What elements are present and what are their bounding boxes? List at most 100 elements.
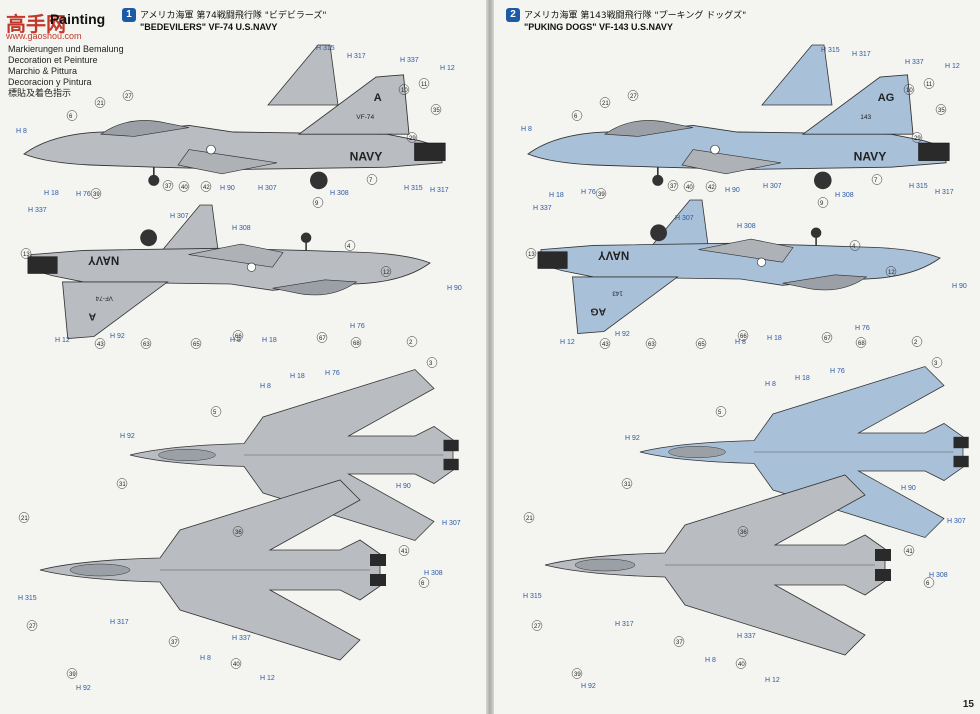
language-line-de: Markierungen und Bemalung (8, 44, 124, 54)
part-number-label: 66 (740, 334, 747, 340)
part-callout-circle (523, 512, 535, 523)
paint-code-label: H 76 (325, 370, 340, 377)
paint-code-label: H 317 (110, 619, 129, 626)
paint-code-label: H 307 (170, 213, 189, 220)
fuselage-navy-text-1: NAVY (854, 150, 887, 164)
part-number-label: 29 (409, 136, 416, 142)
paint-code-label: H 12 (560, 339, 575, 346)
part-callout-circle (817, 197, 829, 208)
paint-code-label: H 76 (830, 368, 845, 375)
part-number-label: 7 (874, 178, 878, 184)
part-callout-circle (162, 180, 174, 191)
part-callout-circle (190, 338, 202, 349)
canopy-0 (100, 120, 190, 137)
paint-code-label: H 307 (258, 185, 277, 192)
paint-code-label: H 315 (316, 45, 335, 52)
top-view-nozzle-bottom-0 (443, 458, 459, 471)
paint-code-label: H 317 (347, 53, 366, 60)
paint-code-label: H 76 (855, 325, 870, 332)
top-view-canopy-0 (158, 449, 216, 461)
paint-code-label: H 8 (230, 337, 241, 344)
paint-code-label: H 8 (765, 381, 776, 388)
scheme-1-top-view (129, 369, 459, 541)
paint-code-label: H 307 (763, 183, 782, 190)
part-callout-circle (94, 97, 106, 108)
part-number-label: 39 (93, 192, 100, 198)
part-callout-circle (230, 658, 242, 669)
watermark-logo: 高手网 Painting www.gaoshou.com (6, 8, 118, 44)
paint-code-label: H 337 (905, 59, 924, 66)
part-callout-circle (705, 181, 717, 192)
part-callout-circle (911, 132, 923, 143)
part-callout-circle (667, 180, 679, 191)
part-number-label: 39 (574, 672, 581, 678)
part-number-label: 2 (409, 340, 413, 346)
paint-code-label: H 90 (396, 483, 411, 490)
part-callout-circle (645, 338, 657, 349)
part-number-label: 13 (528, 252, 535, 258)
paint-code-label: H 12 (260, 675, 275, 682)
part-callout-circle (66, 110, 78, 121)
language-line-es: Decoracion y Pintura (8, 77, 92, 87)
bottom-view-canopy-0 (69, 563, 131, 577)
part-number-label: 27 (534, 624, 541, 630)
part-callout-circle (821, 332, 833, 343)
part-callout-circle (94, 338, 106, 349)
part-number-label: 67 (824, 336, 831, 342)
part-callout-circle (210, 406, 222, 417)
part-callout-circle (418, 577, 430, 588)
part-number-label: 31 (119, 482, 126, 488)
part-callout-circle (531, 620, 543, 631)
scheme-1-en-title: "BEDEVILERS" VF-74 U.S.NAVY (140, 22, 278, 32)
part-callout-circle (683, 181, 695, 192)
part-callout-circle (366, 174, 378, 185)
roundel-0 (246, 262, 257, 272)
fuselage-navy-text-0: NAVY (350, 150, 383, 164)
part-callout-circle (571, 668, 583, 679)
part-number-label: 63 (648, 342, 655, 348)
part-callout-circle (885, 266, 897, 277)
logo-title: Painting (50, 11, 106, 27)
tail-unit-code-0: VF-74 (95, 295, 113, 302)
part-callout-circle (525, 248, 537, 259)
part-callout-circle (344, 240, 356, 251)
part-number-label: 37 (165, 184, 172, 190)
engine-nozzle-1 (918, 142, 950, 161)
paint-code-label: H 337 (232, 635, 251, 642)
paint-code-label: H 317 (615, 621, 634, 628)
nose-wheel-1 (652, 174, 664, 186)
paint-code-label: H 317 (935, 189, 954, 196)
paint-code-label: H 315 (909, 183, 928, 190)
bottom-view-nozzle-top-1 (875, 549, 891, 561)
scheme-2-tail-upper (761, 44, 833, 106)
wing-glove-0 (177, 149, 278, 175)
fuselage-side-0 (30, 247, 431, 291)
paint-code-label: H 317 (430, 187, 449, 194)
paint-code-label: H 8 (200, 655, 211, 662)
paint-code-label: H 308 (330, 190, 349, 197)
paint-code-label: H 18 (549, 192, 564, 199)
engine-nozzle-0 (414, 142, 446, 161)
scheme-1-number: 1 (122, 8, 136, 22)
part-callout-circle (140, 338, 152, 349)
scheme-2-en-title: "PUKING DOGS" VF-143 U.S.NAVY (524, 22, 673, 32)
part-number-label: 43 (97, 342, 104, 348)
nose-wheel-1 (810, 227, 822, 239)
bottom-view-nozzle-bottom-0 (370, 574, 386, 586)
paint-code-label: H 8 (735, 339, 746, 346)
part-callout-circle (122, 90, 134, 101)
part-callout-circle (168, 636, 180, 647)
paint-code-label: H 12 (765, 677, 780, 684)
part-number-label: 2 (914, 340, 918, 346)
roundel-1 (756, 257, 767, 267)
part-number-label: 40 (738, 662, 745, 668)
part-number-label: 21 (526, 516, 533, 522)
part-number-label: 66 (235, 334, 242, 340)
part-number-label: 37 (676, 640, 683, 646)
language-line-it: Marchio & Pittura (8, 66, 78, 76)
part-callout-circle (312, 197, 324, 208)
part-callout-circle (418, 78, 430, 89)
